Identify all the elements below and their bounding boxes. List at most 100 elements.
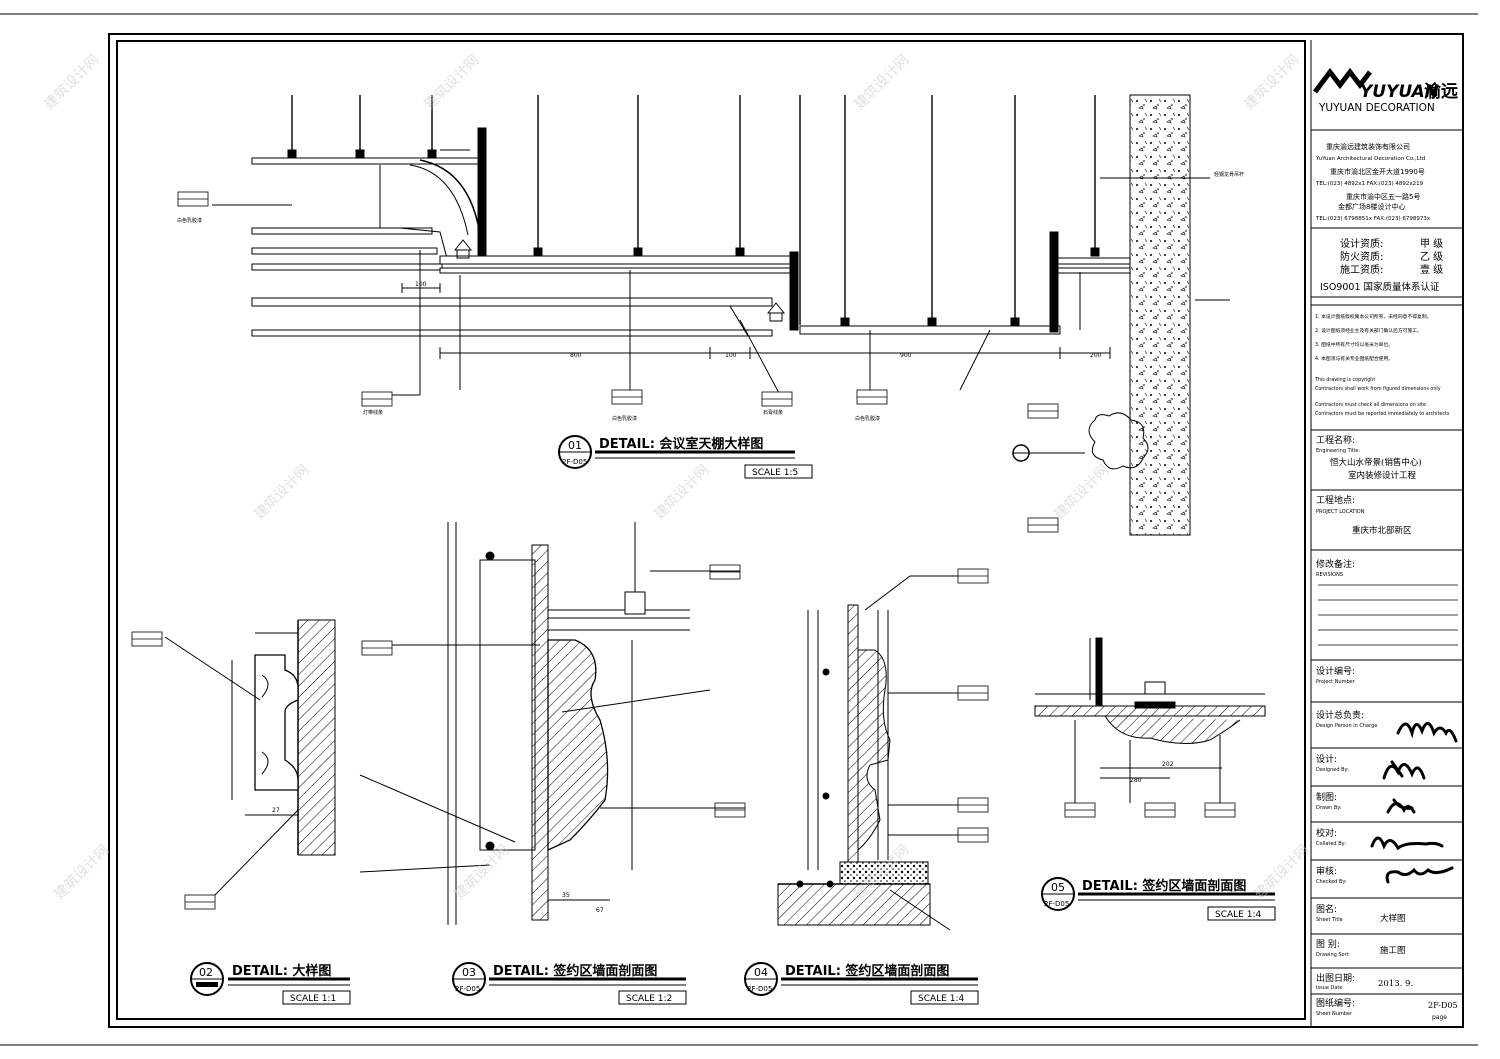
note-8: Contractors must be reported immediately…	[1315, 411, 1450, 417]
drawn-label: 制图:	[1316, 791, 1337, 803]
project-no-label-en: Project Number	[1316, 679, 1356, 685]
eng-title-value-1: 恒大山水帝景(销售中心)	[1330, 457, 1422, 468]
detail-01-num: 01	[568, 439, 582, 452]
detail-01-label: DETAIL: 会议室天棚大样图	[599, 436, 763, 452]
note-3: 3. 图纸中所有尺寸均以毫米为单位。	[1315, 341, 1393, 348]
sheet-no-value: 2F-D05	[1428, 1001, 1458, 1010]
sheet-title-label: 图名:	[1316, 903, 1337, 915]
detail-01-title: 01 2F-D05 DETAIL: 会议室天棚大样图 SCALE 1:5	[558, 435, 813, 479]
qual-build-label: 施工资质:	[1340, 263, 1383, 276]
detail-05-scale: SCALE 1:4	[1215, 910, 1261, 920]
detail-04-title: 04 2F-D05 DETAIL: 签约区墙面剖面图 SCALE 1:4	[744, 962, 979, 1005]
company-address-2: 重庆市渝中区五一路5号	[1346, 192, 1420, 201]
dim-800: 800	[570, 352, 582, 359]
detail-03-wall-section	[359, 522, 745, 925]
detail-05-wall-section	[1034, 637, 1266, 803]
detail-01-ref: 2F-D05	[562, 458, 587, 466]
checked-label: 审核:	[1316, 865, 1337, 877]
detail-02-label: DETAIL: 大样图	[232, 963, 331, 979]
drawing-sort-label-en: Drawing Sort	[1316, 952, 1349, 958]
location-label-en: PROJECT LOCATION	[1316, 509, 1365, 515]
watermark-1: 建筑设计网	[42, 52, 103, 113]
watermark-11: 建筑设计网	[1252, 842, 1313, 903]
dim-100b: 100	[725, 352, 737, 359]
detail-04-scale: SCALE 1:4	[918, 994, 964, 1004]
detail-03-title: 03 2F-D05 DETAIL: 签约区墙面剖面图 SCALE 1:2	[452, 962, 687, 1005]
dim-27: 27	[272, 807, 280, 814]
sheet-no-label-en: Sheet Number	[1316, 1011, 1353, 1017]
dim-200: 200	[1090, 352, 1102, 359]
detail-05-label: DETAIL: 签约区墙面剖面图	[1082, 878, 1246, 894]
note-4: 4. 本图须与有关专业图纸配合使用。	[1315, 355, 1393, 362]
dim-202: 202	[1162, 761, 1174, 768]
sheet-title-label-en: Sheet Title	[1316, 917, 1343, 923]
location-label: 工程地点:	[1316, 494, 1355, 506]
signature-designed	[1382, 760, 1426, 780]
eng-title-value-2: 室内装修设计工程	[1348, 470, 1417, 481]
company-name-en: YuYuan Architectural Decoration Co.,Ltd	[1315, 156, 1425, 162]
detail-05-num: 05	[1051, 881, 1065, 894]
issue-date-value: 2013. 9.	[1378, 979, 1413, 989]
detail-01-scale: SCALE 1:5	[752, 468, 798, 478]
note-6: Contractors shall work from figured dime…	[1315, 386, 1441, 392]
qual-design-label: 设计资质:	[1340, 237, 1383, 250]
eng-title-label: 工程名称:	[1316, 434, 1355, 446]
issue-date-label: 出图日期:	[1316, 972, 1355, 984]
note-7: Contractors must check all dimensions on…	[1315, 402, 1426, 408]
logo-name: YUYUAN DECORATION	[1318, 102, 1435, 114]
revisions-label: 修改备注:	[1316, 558, 1355, 570]
detail-04-ref: 2F-D05	[747, 985, 772, 993]
watermark-3: 建筑设计网	[852, 52, 913, 113]
company-name-cn: 重庆渝远建筑装饰有限公司	[1326, 142, 1410, 151]
company-address-2b: 金都广场8楼设计中心	[1338, 202, 1405, 211]
note-1: 1. 本设计图纸版权属本公司所有，未经同意不得复制。	[1315, 313, 1431, 320]
detail-02-profile	[164, 619, 336, 896]
person-label-en: Design Person in Charge	[1316, 723, 1377, 729]
outer-frame	[108, 33, 1464, 1028]
watermark-7: 建筑设计网	[1052, 462, 1113, 523]
watermark-9: 建筑设计网	[452, 842, 513, 903]
dim-67: 67	[596, 907, 604, 914]
detail-02-num: 02	[199, 966, 213, 979]
detail-03-scale: SCALE 1:2	[626, 994, 672, 1004]
drawing-sort-value: 施工图	[1380, 945, 1406, 956]
qual-design-value: 甲 级	[1420, 238, 1443, 250]
checked-label-en: Checked By:	[1316, 879, 1347, 885]
company-phone-1: TEL:(023) 4892x1 FAX:(023) 4892x219	[1315, 181, 1424, 187]
callout-c4: 石膏线条	[763, 409, 783, 416]
detail-03-ref: 2F-D05	[455, 985, 480, 993]
project-no-label: 设计编号:	[1316, 665, 1355, 677]
signature-drawn	[1386, 798, 1416, 814]
drawn-label-en: Drawn By:	[1316, 805, 1342, 811]
signature-checked	[1385, 866, 1454, 884]
callout-c3: 白色乳胶漆	[612, 415, 637, 422]
callout-c1: 白色乳胶漆	[177, 217, 202, 224]
qual-build-value: 壹 级	[1420, 263, 1443, 276]
watermark-2: 建筑设计网	[422, 52, 483, 113]
logo-mark: YUYUAN	[1360, 82, 1439, 102]
drawing-sort-label: 图 别:	[1316, 939, 1340, 950]
callout-c5: 白色乳胶漆	[855, 415, 880, 422]
watermark-6: 建筑设计网	[652, 462, 713, 523]
title-block	[1310, 40, 1464, 1026]
revisions-label-en: REVISIONS	[1316, 572, 1343, 578]
detail-04-num: 04	[754, 966, 768, 979]
sheet-title-value: 大样图	[1380, 913, 1406, 924]
detail-05-title: 05 2F-D05 DETAIL: 签约区墙面剖面图 SCALE 1:4	[1041, 877, 1276, 921]
callout-c6: 轻钢龙骨吊杆	[1214, 171, 1244, 178]
note-5: This drawing is copyright	[1314, 377, 1375, 383]
detail-03-label: DETAIL: 签约区墙面剖面图	[493, 963, 657, 979]
dim-900: 900	[900, 352, 912, 359]
dim-100a: 100	[415, 281, 427, 288]
qual-fire-value: 乙 级	[1420, 251, 1443, 263]
dim-35: 35	[562, 892, 570, 899]
note-2: 2. 设计图纸须经业主及有关部门确认后方可施工。	[1315, 327, 1422, 334]
signature-collated	[1370, 836, 1444, 851]
detail-02-scale: SCALE 1:1	[290, 994, 336, 1004]
issue-date-label-en: Issue Date	[1316, 985, 1342, 991]
detail-04-label: DETAIL: 签约区墙面剖面图	[785, 963, 949, 979]
designed-label: 设计:	[1316, 753, 1337, 765]
watermark-8: 建筑设计网	[52, 842, 113, 903]
company-address-1: 重庆市渝北区金开大道1990号	[1330, 167, 1425, 176]
sheet-no-page: page	[1432, 1014, 1447, 1021]
